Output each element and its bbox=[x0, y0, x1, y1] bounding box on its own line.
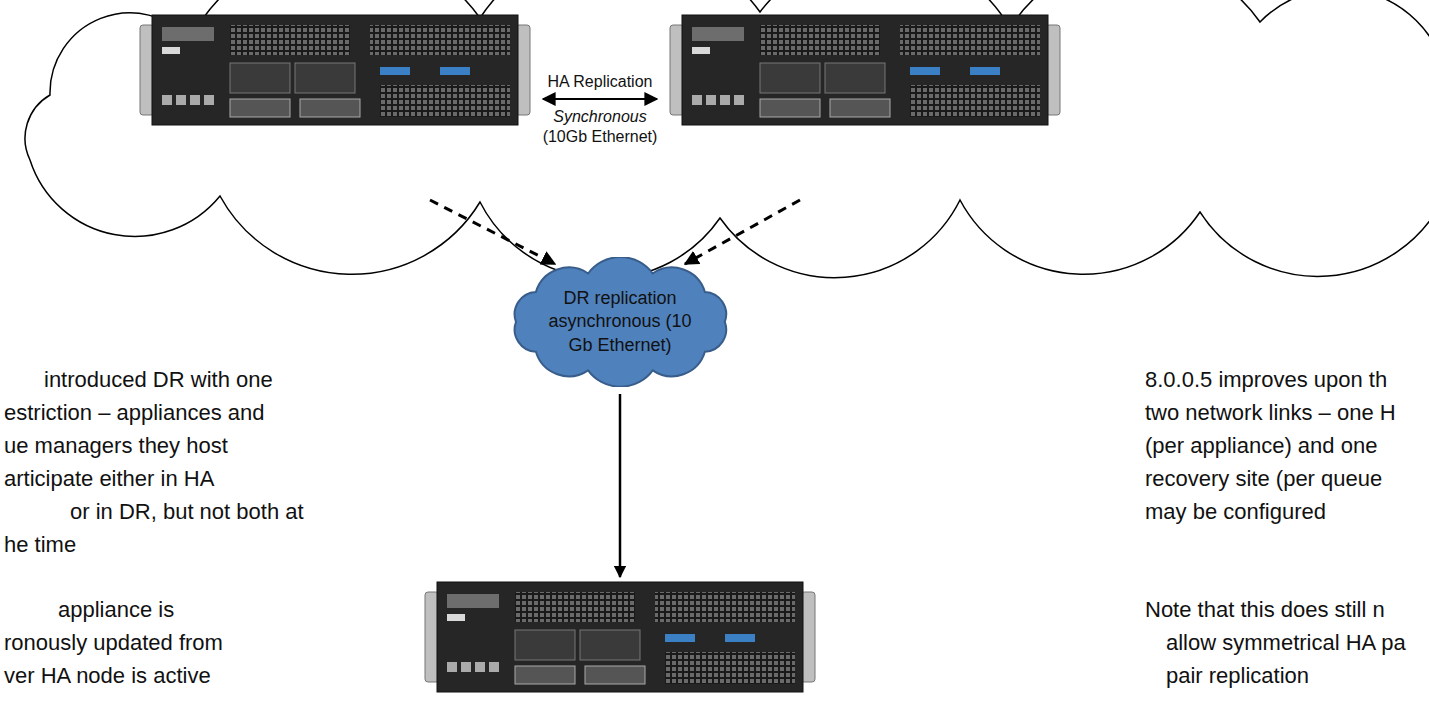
note-text: articipate either in HA bbox=[4, 466, 214, 492]
appliance bbox=[670, 15, 1060, 125]
note-text: allow symmetrical HA pa bbox=[1166, 630, 1406, 656]
note-text: pair replication bbox=[1166, 663, 1309, 689]
note-text: may be configured bbox=[1145, 499, 1326, 525]
link-caption: Synchronous bbox=[553, 107, 646, 126]
appliance bbox=[140, 15, 530, 125]
link-label: HA Replication bbox=[548, 72, 653, 91]
appliance bbox=[425, 582, 815, 692]
node-text: DR replication asynchronous (10 Gb Ether… bbox=[548, 287, 692, 357]
async-arrow bbox=[430, 200, 555, 264]
cloud-node: DR replication asynchronous (10 Gb Ether… bbox=[502, 257, 739, 387]
note-text: recovery site (per queue bbox=[1145, 466, 1382, 492]
dr-arrow bbox=[619, 394, 622, 577]
note-text: introduced DR with one bbox=[44, 367, 273, 393]
note-text: (per appliance) and one bbox=[1145, 433, 1377, 459]
sync-arrow bbox=[543, 98, 657, 100]
cloud-outline bbox=[25, 0, 1429, 278]
note-text: two network links – one H bbox=[1145, 400, 1396, 426]
note-text: appliance is bbox=[58, 597, 174, 623]
note-text: ue managers they host bbox=[4, 433, 228, 459]
link-caption: (10Gb Ethernet) bbox=[543, 127, 658, 146]
async-arrow bbox=[685, 200, 800, 264]
note-text: 8.0.0.5 improves upon th bbox=[1145, 367, 1387, 393]
note-text: Note that this does still n bbox=[1145, 597, 1385, 623]
note-text: or in DR, but not both at bbox=[70, 499, 304, 525]
note-text: ronously updated from bbox=[4, 630, 223, 656]
note-text: estriction – appliances and bbox=[4, 400, 265, 426]
note-text: he time bbox=[4, 532, 76, 558]
note-text: ver HA node is active bbox=[4, 663, 211, 689]
